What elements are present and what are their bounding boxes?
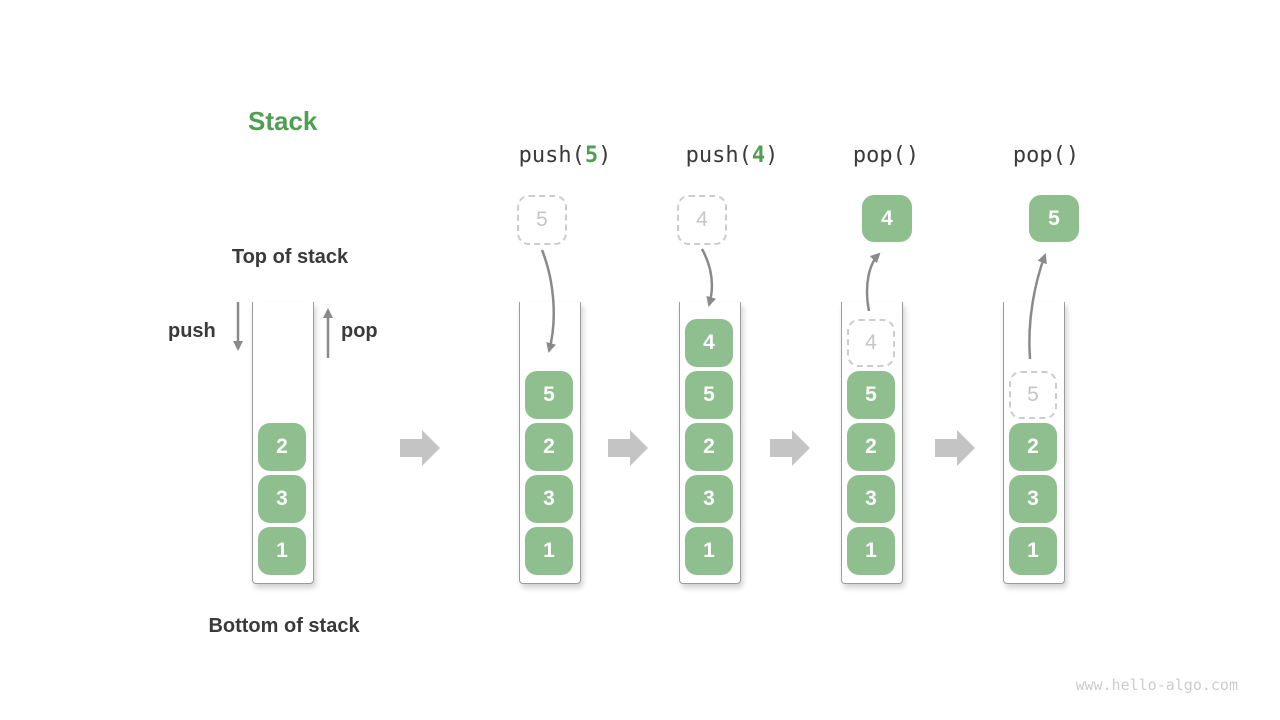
stack-cell: 1: [258, 527, 306, 575]
stack-cell: 2: [847, 423, 895, 471]
stack-cell: 2: [685, 423, 733, 471]
header-prefix: push(: [518, 143, 585, 168]
removed-value-box: 5: [1009, 371, 1057, 419]
stack-cell: 1: [847, 527, 895, 575]
top-of-stack-label: Top of stack: [231, 246, 349, 268]
site-watermark: www.hello-algo.com: [1075, 676, 1238, 694]
header-pop-second: pop(): [1012, 143, 1080, 168]
push-label: push: [168, 320, 216, 342]
stack-cell: 4: [685, 319, 733, 367]
stack-cell: 2: [525, 423, 573, 471]
popped-value-box: 4: [862, 195, 912, 242]
stack-cell: 3: [847, 475, 895, 523]
stack-cell: 1: [685, 527, 733, 575]
bottom-of-stack-label: Bottom of stack: [208, 615, 360, 637]
stack-cell: 5: [847, 371, 895, 419]
header-push-4: push(4): [686, 143, 779, 168]
header-suffix: ): [765, 143, 779, 168]
header-suffix: ): [598, 143, 612, 168]
incoming-value-box: 4: [677, 195, 727, 245]
step-arrow-icon: [608, 430, 648, 466]
popped-value-box: 5: [1029, 195, 1079, 242]
header-arg: 4: [751, 143, 766, 168]
pop-label: pop: [341, 320, 378, 342]
step-arrow-icon: [935, 430, 975, 466]
stack-cell: 5: [525, 371, 573, 419]
header-push-5: push(5): [519, 143, 612, 168]
diagram-title: Stack: [248, 106, 318, 136]
header-pop-first: pop(): [852, 143, 920, 168]
stack-cell: 3: [685, 475, 733, 523]
step-arrow-icon: [770, 430, 810, 466]
stack-cell: 1: [1009, 527, 1057, 575]
header-arg: 5: [584, 143, 599, 168]
stack-cell: 3: [1009, 475, 1057, 523]
stack-cell: 5: [685, 371, 733, 419]
stack-cell: 1: [525, 527, 573, 575]
stack-cell: 2: [258, 423, 306, 471]
incoming-value-box: 5: [517, 195, 567, 245]
stack-cell: 2: [1009, 423, 1057, 471]
stack-cell: 3: [525, 475, 573, 523]
stack-cell: 3: [258, 475, 306, 523]
push-4-curved-arrow-icon: [700, 248, 717, 307]
step-arrow-icon: [400, 430, 440, 466]
header-prefix: push(: [685, 143, 752, 168]
removed-value-box: 4: [847, 319, 895, 367]
